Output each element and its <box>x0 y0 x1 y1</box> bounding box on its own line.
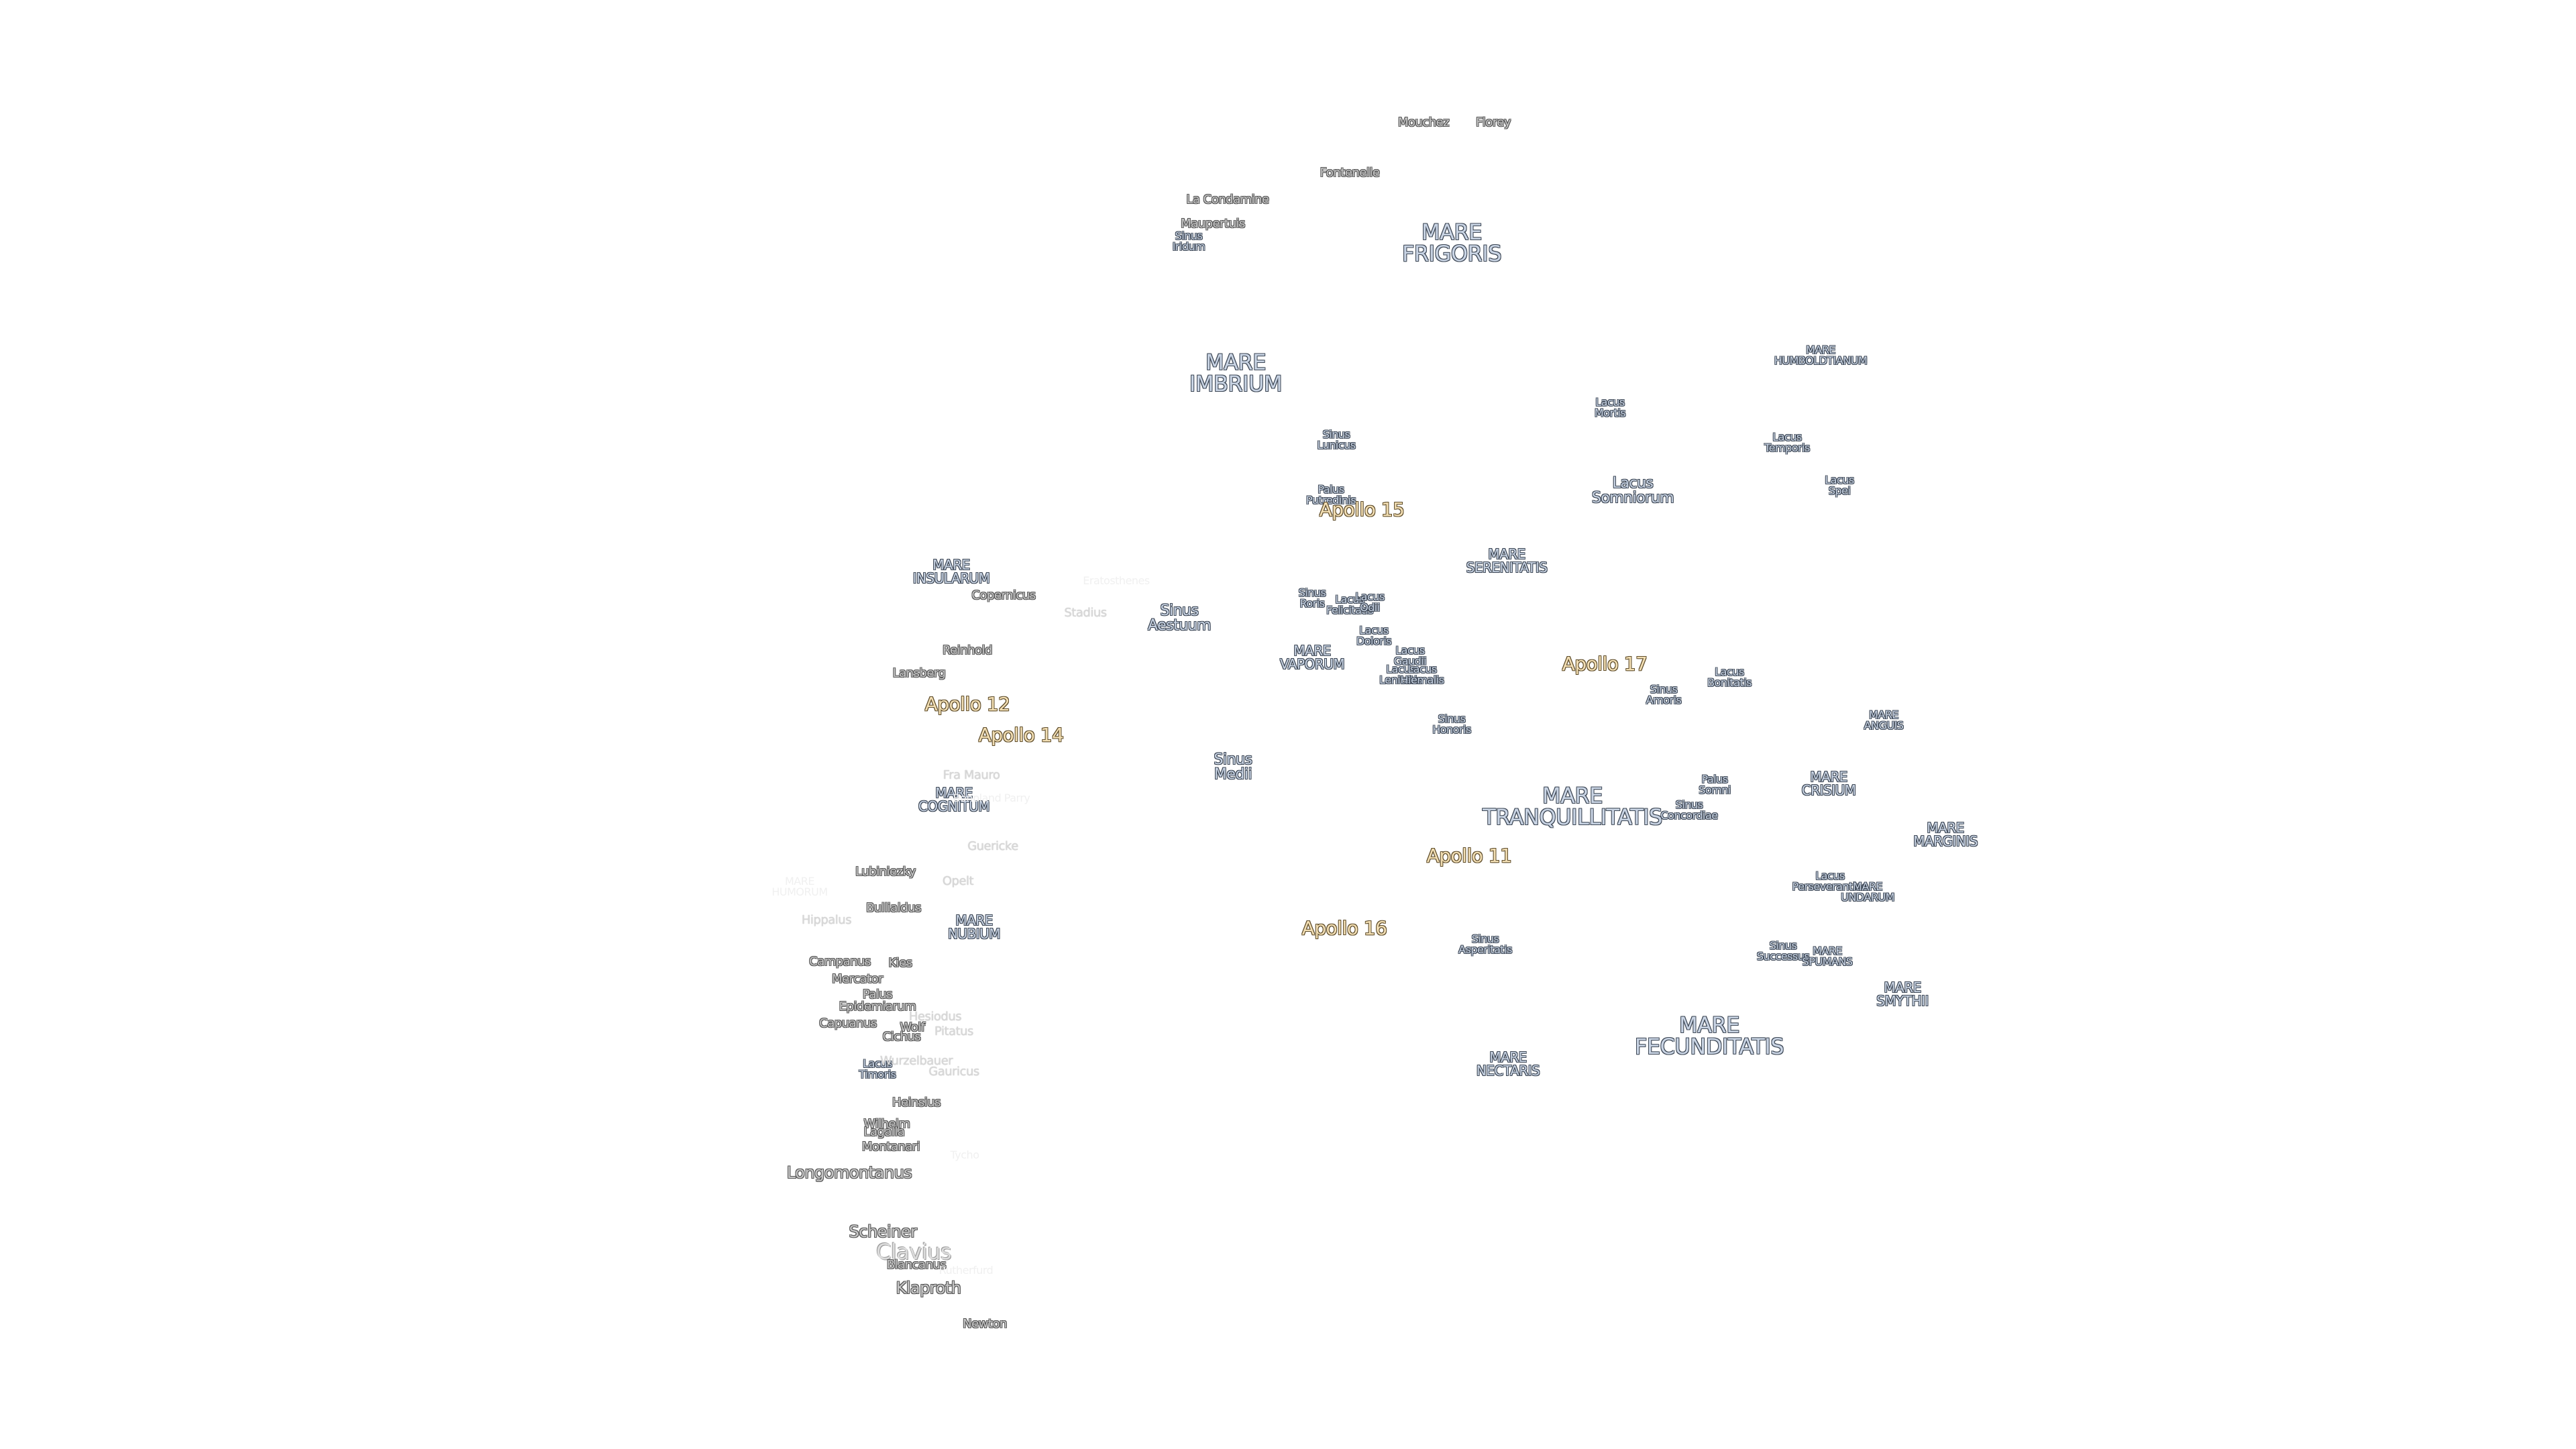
map-label-small: Palus Somni <box>1699 773 1731 796</box>
map-label-small: Lacus Bonitatis <box>1707 665 1752 689</box>
map-label-faint: Hippalus <box>801 913 852 927</box>
map-label-apollo: Apollo 15 <box>1319 498 1405 521</box>
map-label-small: Lacus Doloris <box>1356 624 1392 647</box>
map-label-small: Sinus Amoris <box>1646 683 1682 706</box>
map-label-ghost: Eratosthenes <box>1083 574 1150 587</box>
map-label-small: Lacus Mortis <box>1594 396 1626 419</box>
map-label-crater: Wilhelm <box>863 1117 910 1131</box>
map-label-small: Lacus Lenitatis <box>1379 663 1422 686</box>
map-label-small: Sinus Successus <box>1756 939 1810 963</box>
map-label-apollo: Apollo 11 <box>1426 845 1512 867</box>
map-label-crater: Mouchez <box>1397 115 1450 129</box>
map-label-faint: Hesiodus <box>908 1010 962 1024</box>
map-label-mare-sm: MARE CRISIUM <box>1801 769 1856 798</box>
map-label-small: Sinus Iridum <box>1172 229 1205 253</box>
map-label-crater: Maupertuis <box>1181 217 1245 231</box>
map-label-small: Lacus Spei <box>1825 474 1854 497</box>
map-label-mare-sm: MARE NUBIUM <box>947 912 1001 942</box>
map-label-small: Palus Putredinis <box>1305 483 1356 506</box>
map-label-ghost: Rutherfurd <box>938 1264 994 1277</box>
map-label-faint: Fra Mauro <box>943 768 1000 782</box>
map-label-crater: Wolf <box>900 1020 925 1034</box>
map-label-small: Sinus Asperitatis <box>1458 932 1512 956</box>
map-label-mare-sm: MARE COGNITUM <box>918 785 990 814</box>
map-label-crater: Heinsius <box>892 1095 941 1110</box>
map-label-crater: Palus Epidemiarum <box>839 987 916 1014</box>
map-label-small: Lacus Temporis <box>1764 431 1810 454</box>
map-label-small: Lacus Timoris <box>859 1057 896 1081</box>
map-label-crater: Kies <box>888 956 912 970</box>
map-label-apollo: Apollo 17 <box>1562 653 1648 675</box>
map-label-mare-sm: MARE SMYTHII <box>1876 979 1929 1009</box>
map-label-mare: MARE IMBRIUM <box>1189 350 1283 396</box>
map-label-crater: Lubiniezky <box>855 865 916 879</box>
map-label-faint: Stadius <box>1064 606 1107 620</box>
map-label-crater: Cichus <box>882 1030 921 1044</box>
map-label-crater: Blancanus <box>886 1258 947 1272</box>
map-label-small: MARE HUMBOLDTIANUM <box>1774 343 1868 367</box>
map-label-small: Lacus Felicitatis <box>1326 593 1373 616</box>
map-label-mare-sm: MARE INSULARUM <box>912 557 990 586</box>
map-label-crater-lg: Scheiner <box>849 1222 917 1241</box>
map-label-mare: MARE TRANQUILLITATIS <box>1483 783 1662 830</box>
map-label-crater: Mercator <box>831 972 883 986</box>
map-label-crater: Florey <box>1475 115 1511 129</box>
map-label-crater: Lansberg <box>892 666 946 680</box>
map-label-small: Sinus Concordiae <box>1660 798 1718 822</box>
map-label-faint: Pitatus <box>934 1024 973 1038</box>
map-label-mare-sm: MARE NECTARIS <box>1476 1049 1540 1079</box>
map-label-faint: Guericke <box>967 839 1018 853</box>
map-label-crater: La Condamine <box>1186 193 1269 207</box>
map-label-crater: Copernicus <box>971 588 1036 602</box>
map-label-small: MARE UNDARUM <box>1841 880 1894 904</box>
map-label-apollo: Apollo 14 <box>978 724 1064 746</box>
map-label-small: Sinus Roris <box>1298 586 1326 610</box>
map-label-lacus: Lacus Somniorum <box>1591 475 1674 506</box>
map-label-apollo: Apollo 16 <box>1301 917 1387 939</box>
map-label-crater: Bullialdus <box>865 901 922 915</box>
map-label-small: Lacus Perseverantiae <box>1792 869 1868 893</box>
map-label-apollo: Apollo 12 <box>924 693 1010 715</box>
map-label-crater: Lagalla <box>863 1125 905 1139</box>
map-label-crater: Montanari <box>861 1140 920 1154</box>
map-label-ghost: Bonpland Parry <box>953 792 1030 804</box>
map-label-crater: Capuanus <box>819 1016 877 1030</box>
map-label-faint: Opelt <box>942 874 974 888</box>
map-label-mare-sm: MARE MARGINIS <box>1913 820 1978 849</box>
map-label-crater: Campanus <box>809 955 871 969</box>
map-label-ghost: MARE HUMORUM <box>771 875 828 898</box>
map-label-crater: Fontenelle <box>1320 166 1380 180</box>
map-label-crater-lg: Klaproth <box>896 1279 962 1297</box>
map-label-small: Lacus Odii <box>1355 590 1385 614</box>
map-label-lacus: Sinus Medii <box>1214 751 1252 783</box>
map-label-faint: Gauricus <box>928 1065 979 1079</box>
map-label-small: Lacus Gaudii <box>1393 644 1427 667</box>
map-label-small: Sinus Lunicus <box>1317 428 1356 451</box>
map-label-lacus: Sinus Aestuum <box>1147 602 1212 634</box>
map-label-crater-xl: Clavius <box>875 1239 952 1265</box>
map-label-mare: MARE FRIGORIS <box>1401 219 1502 266</box>
map-label-crater: Reinhold <box>942 643 993 657</box>
map-label-small: Sinus Honoris <box>1432 712 1471 736</box>
map-label-crater: Newton <box>963 1317 1007 1331</box>
map-label-small: MARE ANGUIS <box>1864 708 1904 732</box>
map-label-mare: MARE FECUNDITATIS <box>1634 1012 1784 1059</box>
map-label-ghost: Tycho <box>950 1148 979 1161</box>
map-label-faint: Wurzelbauer <box>879 1054 953 1068</box>
map-label-mare-sm: MARE VAPORUM <box>1279 643 1345 672</box>
map-label-mare-sm: MARE SERENITATIS <box>1466 546 1548 576</box>
map-label-small: MARE SPUMANS <box>1802 945 1853 968</box>
map-label-small: Lacus Hiemalis <box>1400 663 1444 686</box>
map-label-crater-lg: Longomontanus <box>786 1163 912 1182</box>
